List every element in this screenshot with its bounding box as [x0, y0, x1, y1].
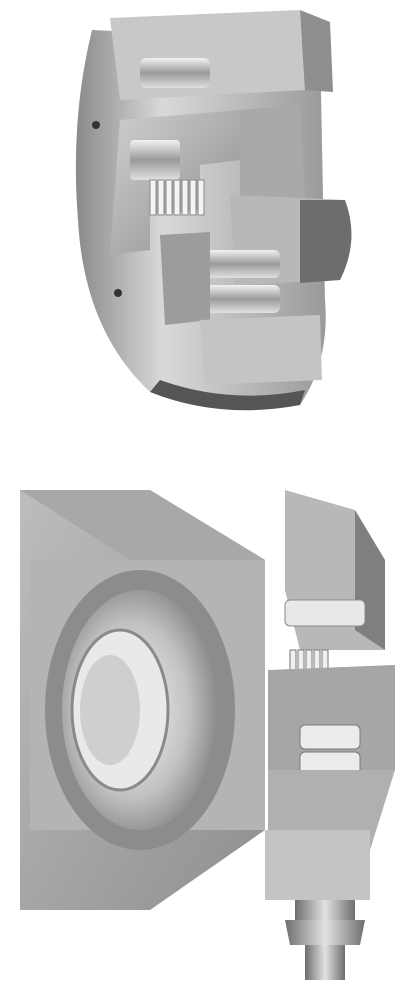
housing-bearing-cutaway-icon	[20, 490, 395, 980]
housing-bearing-cutaway-illustration	[0, 470, 402, 983]
roller-bearing-cutaway-illustration	[0, 0, 402, 430]
roller-bearing-cutaway-icon	[75, 10, 352, 411]
